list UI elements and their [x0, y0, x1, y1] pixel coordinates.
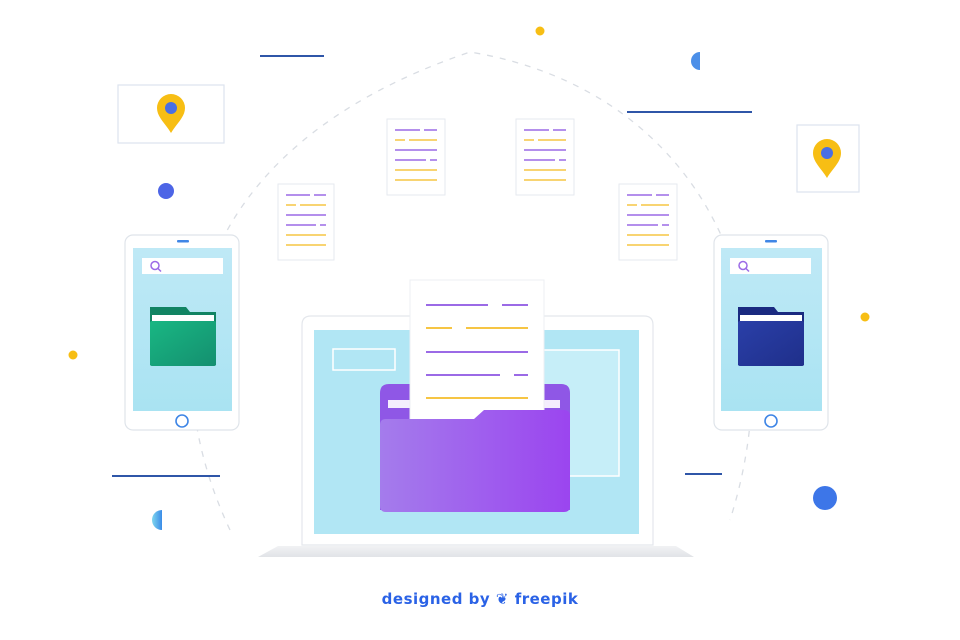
decor-half-circle [152, 510, 162, 530]
phone-right [713, 234, 829, 431]
decor-dot [68, 350, 78, 360]
decor-half-circle [691, 52, 700, 70]
decor-dot [813, 486, 837, 510]
folder-icon [150, 307, 216, 366]
location-card-left [117, 84, 225, 144]
document-icon [515, 118, 575, 196]
location-pin-icon [813, 139, 841, 178]
home-button-icon [175, 414, 189, 428]
decor-dot [860, 312, 870, 322]
document-icon [618, 183, 678, 261]
folder-icon [738, 307, 804, 366]
main-folder-front [380, 410, 570, 512]
search-icon [150, 260, 162, 273]
designer-credit: designed by ❦ freepik [381, 590, 579, 608]
document-icon [277, 183, 335, 261]
location-card-right [796, 124, 860, 193]
decor-dot [158, 183, 174, 199]
laptop-base [258, 546, 694, 557]
home-button-icon [764, 414, 778, 428]
document-icon [386, 118, 446, 196]
phone-left [124, 234, 240, 431]
document-icon [409, 279, 545, 431]
search-icon [738, 260, 750, 273]
decor-dot [535, 26, 545, 36]
location-pin-icon [157, 94, 185, 133]
